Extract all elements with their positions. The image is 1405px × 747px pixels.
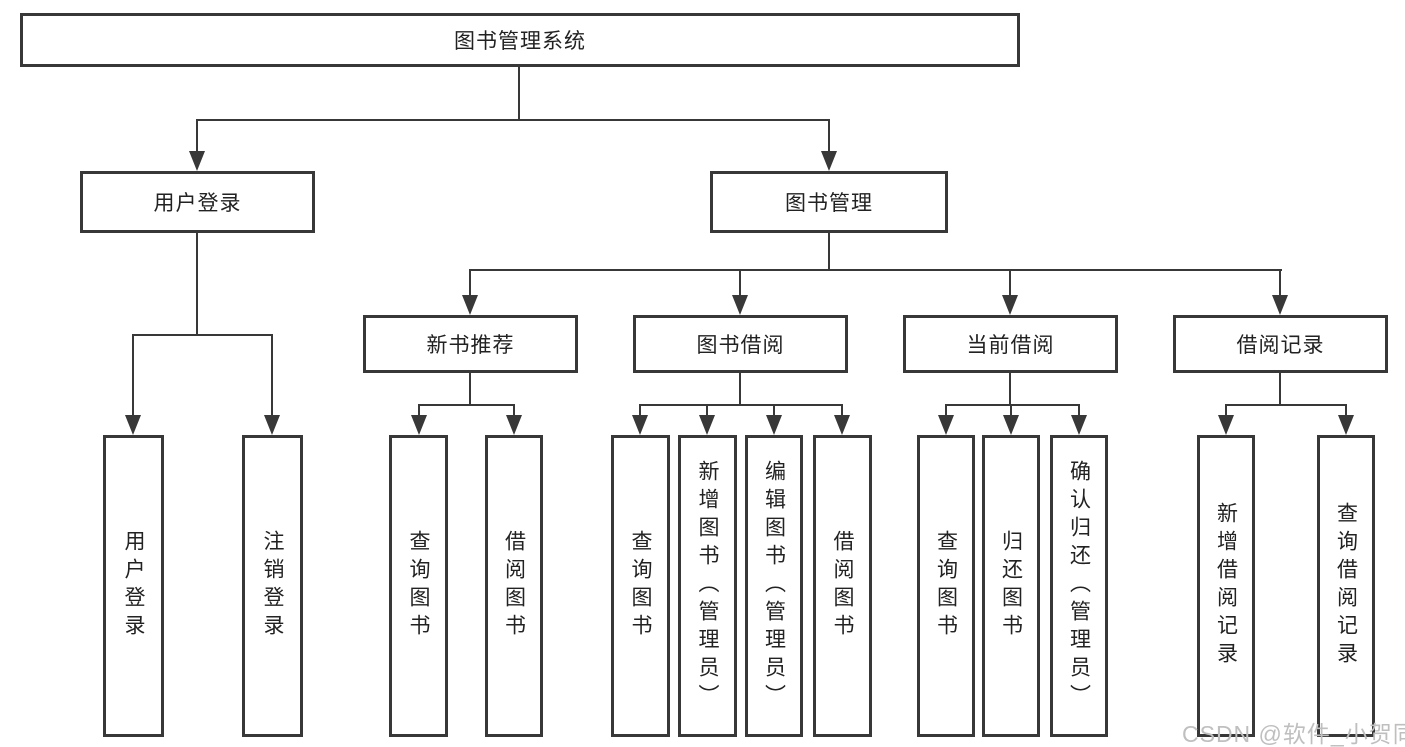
connector-line	[1279, 269, 1281, 299]
connector-line	[418, 404, 515, 406]
connector-line	[196, 119, 830, 121]
leaf-logout: 注销登录	[242, 435, 303, 737]
connector-line	[1279, 373, 1281, 406]
connector-line	[469, 269, 1282, 271]
leaf-query-borrow-record: 查询借阅记录	[1317, 435, 1375, 737]
down-arrowhead	[766, 415, 782, 435]
down-arrowhead	[1338, 415, 1354, 435]
watermark-text: CSDN @软件_小贺同学	[1182, 721, 1405, 747]
connector-line	[773, 404, 775, 417]
down-arrowhead	[462, 295, 478, 315]
down-arrowhead	[264, 415, 280, 435]
leaf-borrow-books-recommend: 借阅图书	[485, 435, 543, 737]
leaf-user-login: 用户登录	[103, 435, 164, 737]
connector-line	[828, 233, 830, 271]
down-arrowhead	[125, 415, 141, 435]
connector-line	[1010, 404, 1012, 417]
down-arrowhead	[1003, 415, 1019, 435]
leaf-query-books-borrow: 查询图书	[611, 435, 670, 737]
node-library-management-system: 图书管理系统	[20, 13, 1020, 67]
connector-line	[1009, 269, 1011, 299]
down-arrowhead	[732, 295, 748, 315]
down-arrowhead	[938, 415, 954, 435]
connector-line	[739, 373, 741, 406]
connector-line	[739, 269, 741, 299]
node-borrow-records: 借阅记录	[1173, 315, 1388, 373]
node-user-login: 用户登录	[80, 171, 315, 233]
connector-line	[132, 334, 134, 417]
connector-line	[518, 67, 520, 120]
down-arrowhead	[1272, 295, 1288, 315]
leaf-add-borrow-record: 新增借阅记录	[1197, 435, 1255, 737]
connector-line	[841, 404, 843, 417]
connector-line	[706, 404, 708, 417]
down-arrowhead	[632, 415, 648, 435]
node-book-management: 图书管理	[710, 171, 948, 233]
leaf-query-books-recommend: 查询图书	[389, 435, 448, 737]
leaf-query-books-current: 查询图书	[917, 435, 975, 737]
down-arrowhead	[834, 415, 850, 435]
connector-line	[418, 404, 420, 417]
connector-line	[196, 233, 198, 336]
down-arrowhead	[699, 415, 715, 435]
leaf-add-book-admin: 新增图书（管理员）	[678, 435, 737, 737]
connector-line	[828, 119, 830, 155]
down-arrowhead	[1071, 415, 1087, 435]
leaf-edit-book-admin: 编辑图书（管理员）	[745, 435, 803, 737]
connector-line	[639, 404, 843, 406]
connector-line	[196, 119, 198, 155]
connector-line	[1345, 404, 1347, 417]
down-arrowhead	[189, 151, 205, 171]
down-arrowhead	[411, 415, 427, 435]
connector-line	[132, 334, 273, 336]
connector-line	[945, 404, 947, 417]
node-book-borrow: 图书借阅	[633, 315, 848, 373]
connector-line	[639, 404, 641, 417]
connector-line	[469, 373, 471, 406]
connector-line	[469, 269, 471, 299]
leaf-confirm-return-admin: 确认归还（管理员）	[1050, 435, 1108, 737]
connector-line	[513, 404, 515, 417]
connector-line	[271, 334, 273, 417]
down-arrowhead	[1218, 415, 1234, 435]
down-arrowhead	[1002, 295, 1018, 315]
connector-line	[1009, 373, 1011, 406]
node-current-borrow: 当前借阅	[903, 315, 1118, 373]
connector-line	[1225, 404, 1227, 417]
down-arrowhead	[821, 151, 837, 171]
connector-line	[945, 404, 1079, 406]
leaf-return-books: 归还图书	[982, 435, 1040, 737]
down-arrowhead	[506, 415, 522, 435]
connector-line	[1225, 404, 1346, 406]
node-new-book-recommend: 新书推荐	[363, 315, 578, 373]
leaf-borrow-books-borrow: 借阅图书	[813, 435, 872, 737]
connector-line	[1078, 404, 1080, 417]
